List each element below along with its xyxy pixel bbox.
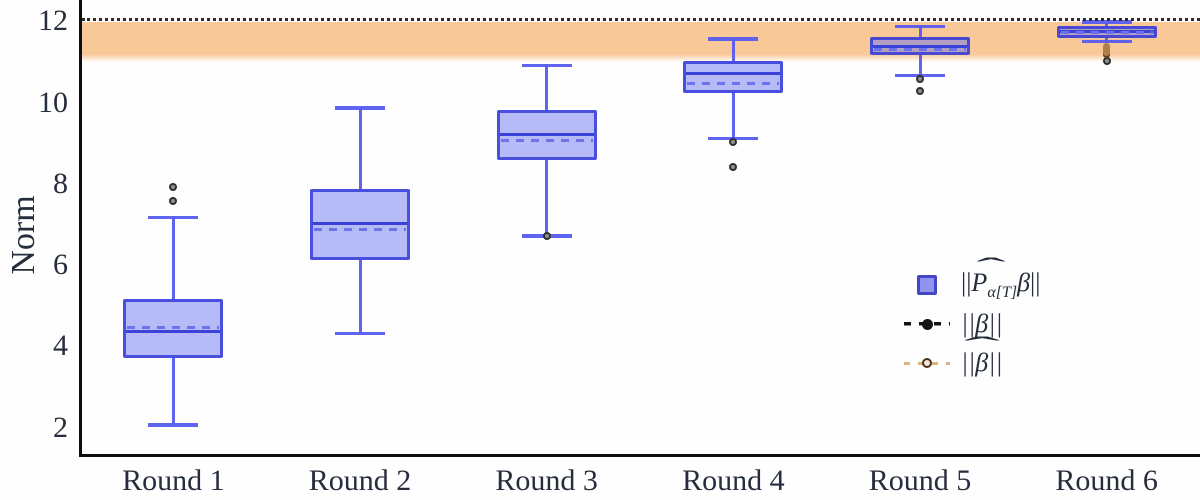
median-line xyxy=(686,71,781,75)
mean-line xyxy=(687,81,780,85)
legend-label-beta-norm: ||β|| xyxy=(961,309,1003,338)
outlier-point xyxy=(729,162,738,171)
legend-label-beta-hat-norm: ˆ||β|| xyxy=(961,332,1003,378)
whisker-upper xyxy=(545,65,549,110)
cap-upper xyxy=(148,215,199,220)
mean-line xyxy=(500,138,593,142)
x-tick-round-5: Round 5 xyxy=(868,464,972,497)
y-tick-2: 2 xyxy=(53,410,68,444)
outlier-point xyxy=(169,197,178,206)
cap-lower xyxy=(335,331,385,336)
outlier-point xyxy=(916,75,924,84)
cap-upper xyxy=(895,24,945,29)
median-line xyxy=(499,132,594,136)
outlier-point xyxy=(169,182,178,191)
legend-marker-dashdot-tan-icon xyxy=(903,346,951,380)
whisker-lower xyxy=(918,54,922,76)
median-line xyxy=(873,45,967,49)
cap-upper xyxy=(335,106,385,110)
median-line xyxy=(313,221,407,225)
legend-item-beta-norm: ||β|| xyxy=(903,307,1040,341)
whisker-lower xyxy=(1105,37,1109,42)
cap-lower xyxy=(1081,39,1132,44)
x-tick-round-4: Round 4 xyxy=(682,464,785,497)
marker-cluster xyxy=(1103,43,1111,59)
y-axis-line xyxy=(79,0,82,457)
x-axis-line xyxy=(79,454,1200,457)
y-tick-6: 6 xyxy=(53,248,68,282)
whisker-lower xyxy=(171,357,175,425)
whisker-upper xyxy=(171,217,175,299)
whisker-upper xyxy=(918,26,922,37)
x-tick-round-1: Round 1 xyxy=(122,464,225,497)
whisker-upper xyxy=(731,38,735,61)
legend-item-beta-hat-norm: ˆ||β|| xyxy=(903,332,1040,380)
mean-line xyxy=(127,325,220,329)
cap-upper xyxy=(708,37,759,41)
mean-line xyxy=(314,228,406,232)
box xyxy=(683,60,784,94)
whisker-lower xyxy=(545,160,549,236)
y-tick-10: 10 xyxy=(38,85,68,119)
whisker-lower xyxy=(731,93,735,139)
outlier-point xyxy=(729,138,738,147)
beta-hat-band xyxy=(82,21,1200,63)
mean-line xyxy=(874,48,966,52)
whisker-upper xyxy=(358,107,362,189)
whisker-lower xyxy=(358,260,362,334)
cap-upper xyxy=(521,63,572,67)
outlier-point xyxy=(916,87,924,96)
y-tick-4: 4 xyxy=(53,329,68,363)
outlier-point xyxy=(542,231,551,240)
x-tick-round-2: Round 2 xyxy=(308,464,412,497)
whisker-upper xyxy=(1105,21,1109,27)
legend-marker-box-icon xyxy=(903,268,951,302)
x-tick-round-3: Round 3 xyxy=(495,464,598,497)
y-tick-8: 8 xyxy=(53,166,68,200)
cap-upper xyxy=(1081,20,1132,24)
y-tick-12: 12 xyxy=(38,4,68,38)
outlier-point xyxy=(1102,56,1111,65)
cap-lower xyxy=(148,423,199,427)
median-line xyxy=(126,329,221,333)
x-tick-round-6: Round 6 xyxy=(1055,464,1158,497)
mean-line xyxy=(1060,31,1153,34)
beta-norm-reference-line xyxy=(82,18,1200,22)
legend-marker-dashdot-black-icon xyxy=(903,307,951,341)
